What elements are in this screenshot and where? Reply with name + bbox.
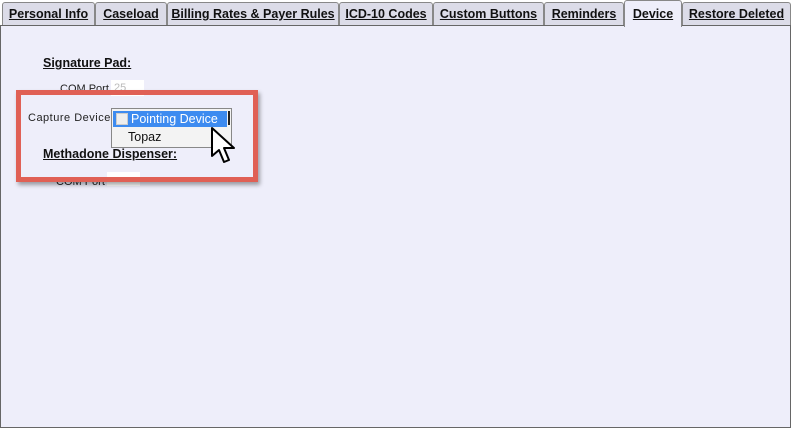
- highlight-box: [16, 90, 258, 182]
- option-pointing-device[interactable]: Pointing Device: [113, 111, 227, 127]
- tab-reminders[interactable]: Reminders: [544, 2, 624, 25]
- tab-device[interactable]: Device: [624, 0, 682, 27]
- checkbox-icon: [116, 113, 128, 125]
- dropdown-edge: [228, 111, 230, 125]
- mouse-cursor-icon: [211, 127, 235, 163]
- tab-custom-buttons[interactable]: Custom Buttons: [433, 2, 544, 25]
- option-topaz[interactable]: Topaz: [128, 130, 162, 144]
- tab-bar: Personal Info Caseload Billing Rates & P…: [0, 0, 794, 27]
- tab-caseload[interactable]: Caseload: [95, 2, 167, 25]
- methadone-dispenser-heading: Methadone Dispenser:: [43, 147, 178, 161]
- option-label: Pointing Device: [131, 112, 218, 126]
- capture-device-label: Capture Device: [28, 112, 111, 124]
- signature-pad-heading: Signature Pad:: [43, 56, 132, 70]
- tab-icd10-codes[interactable]: ICD-10 Codes: [339, 2, 433, 25]
- tab-personal-info[interactable]: Personal Info: [2, 2, 95, 25]
- tab-billing-rates[interactable]: Billing Rates & Payer Rules: [167, 2, 339, 25]
- tab-restore-deleted[interactable]: Restore Deleted: [682, 2, 791, 25]
